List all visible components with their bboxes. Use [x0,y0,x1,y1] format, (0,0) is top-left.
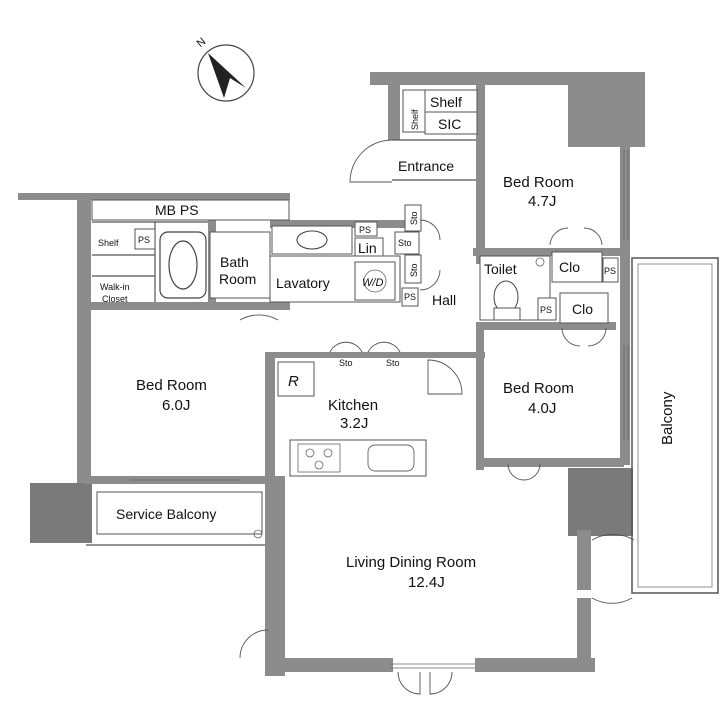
service-balcony-label: Service Balcony [116,506,216,522]
balcony-label: Balcony [659,391,676,445]
shelf-top-label: Shelf [430,94,462,110]
sto-label-5: Sto [386,358,400,368]
clo-label-2: Clo [572,301,593,317]
ps-toilet-label: PS [540,305,552,315]
sto-label-2: Sto [398,238,412,248]
bath-room-label-2: Room [219,271,256,287]
ldr-name: Living Dining Room [346,554,476,571]
shelf-left-label: Shelf [98,238,119,248]
sic-label: SIC [438,116,461,132]
ps-lav-label: PS [359,225,371,235]
ldr-size: 12.4J [408,574,445,591]
bed-room-1-name: Bed Room [503,174,574,191]
north-label: N [195,36,209,50]
north-arrow-icon [208,53,246,98]
lin-label: Lin [358,240,377,256]
clo-label-1: Clo [559,259,580,275]
fridge-label: R [288,373,299,390]
walk-in-label-2: Closet [102,294,128,304]
outer-walls [18,72,645,676]
bed-room-1-size: 4.7J [528,193,556,210]
bath-room-label-1: Bath [220,254,249,270]
sto-label-4: Sto [339,358,353,368]
bed-room-2-size: 6.0J [162,397,190,414]
lavatory-label: Lavatory [276,275,330,291]
kitchen-name: Kitchen [328,397,378,414]
entrance-label: Entrance [398,158,454,174]
wd-label: W/D [362,277,383,289]
bed-room-2-name: Bed Room [136,377,207,394]
sto-label-3: Sto [409,263,419,277]
doors [239,139,635,695]
sto-label-1: Sto [409,211,419,225]
toilet-label: Toilet [484,261,517,277]
walk-in-label-1: Walk-in [100,282,130,292]
compass: N [195,36,255,102]
hall-label: Hall [432,292,456,308]
ps-left-label: PS [138,235,150,245]
bed-room-3-name: Bed Room [503,380,574,397]
mb-ps-label: MB PS [155,202,199,218]
room-labels: Shelf Shelf SIC Entrance Bed Room 4.7J M… [98,94,676,591]
ps-right-label: PS [604,266,616,276]
kitchen-size: 3.2J [340,415,368,432]
shelf-vertical-label: Shelf [410,109,420,130]
ps-hall-label: PS [404,292,416,302]
interior-lines [86,89,719,669]
bed-room-3-size: 4.0J [528,400,556,417]
